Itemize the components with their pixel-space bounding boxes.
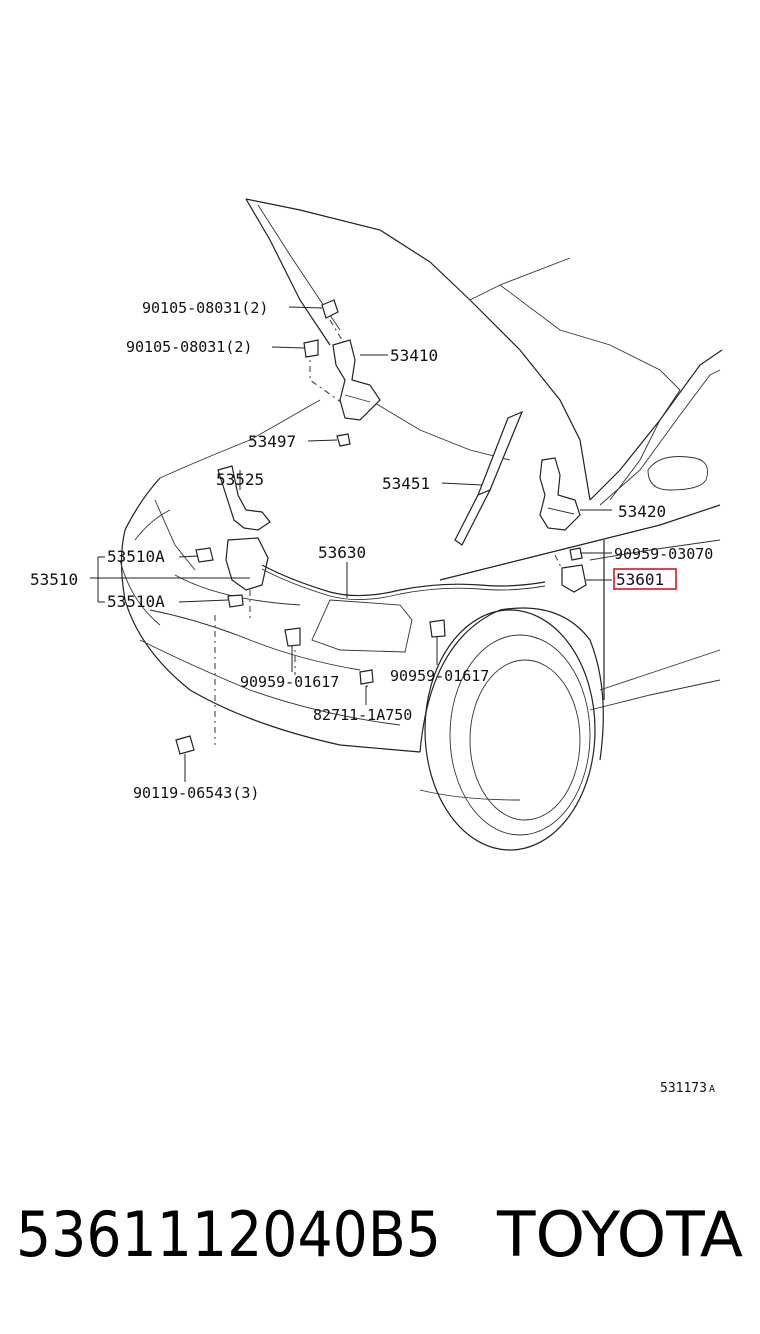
cable-clamp[interactable] — [284, 547, 583, 685]
hood-support-rod[interactable] — [454, 410, 524, 546]
highlight-box — [613, 568, 677, 590]
label-bolt-lower[interactable]: 90105-08031(2) — [126, 338, 252, 356]
label-lock-a-upper[interactable]: 53510A — [107, 547, 165, 566]
label-cable[interactable]: 53630 — [318, 543, 366, 562]
hood-lock-assembly[interactable] — [225, 537, 269, 591]
label-hinge-lh[interactable]: 53410 — [390, 346, 438, 365]
label-bolt-bottom[interactable]: 90119-06543(3) — [133, 784, 259, 802]
hood-hinge-rh[interactable] — [539, 457, 581, 531]
footer-brand: TOYOTA — [496, 1198, 743, 1271]
hood-hinge-lh[interactable] — [332, 339, 381, 421]
label-wire-clamp[interactable]: 82711-1A750 — [313, 706, 412, 724]
label-hinge-rh[interactable]: 53420 — [618, 502, 666, 521]
label-lever-53525[interactable]: 53525 — [216, 470, 264, 489]
label-clamp-03070[interactable]: 90959-03070 — [614, 545, 713, 563]
footer-part-number: 5361112040B5 — [16, 1198, 441, 1271]
label-clip-53497[interactable]: 53497 — [248, 432, 296, 451]
label-clamp-left[interactable]: 90959-01617 — [240, 673, 339, 691]
label-lock-assembly[interactable]: 53510 — [30, 570, 78, 589]
label-lock-a-lower[interactable]: 53510A — [107, 592, 165, 611]
part-labels: 90105-08031(2) 90105-08031(2) 53410 5349… — [30, 299, 713, 802]
label-support-rod[interactable]: 53451 — [382, 474, 430, 493]
car-body-outline — [119, 198, 723, 851]
hood-release-cable[interactable] — [261, 564, 546, 601]
label-bolt-upper[interactable]: 90105-08031(2) — [142, 299, 268, 317]
label-highlighted-part[interactable]: 53601 — [616, 570, 664, 589]
label-clamp-right[interactable]: 90959-01617 — [390, 667, 489, 685]
bolt-icon — [175, 299, 339, 755]
hood-release-lever-53601[interactable] — [561, 564, 587, 593]
leader-lines — [90, 306, 612, 782]
hood-lock-lever[interactable] — [217, 465, 271, 531]
clip-53497[interactable] — [336, 433, 351, 447]
